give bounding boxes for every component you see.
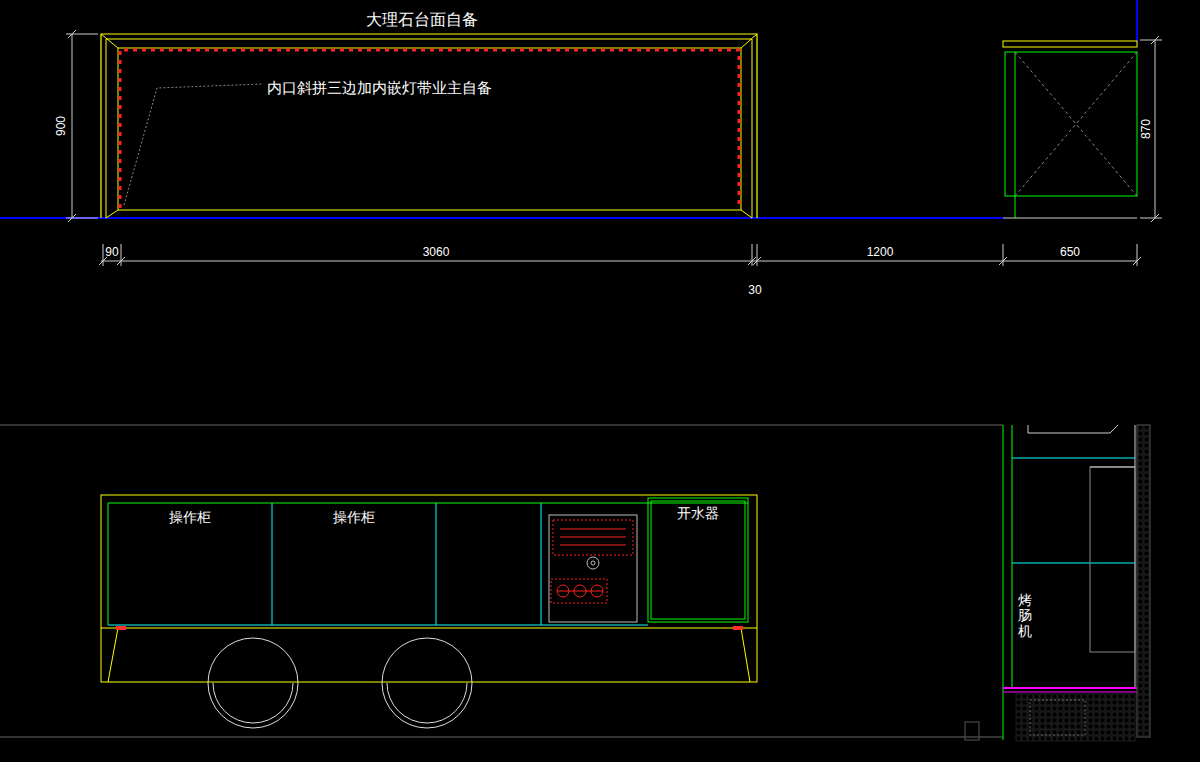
compartment-label: 操作柜 xyxy=(333,509,375,526)
dimension-height: 870 xyxy=(1140,119,1152,139)
cabinet-compartment: 操作柜 xyxy=(272,503,436,625)
machine-label: 烤肠机 xyxy=(1018,593,1032,639)
dimension-width: 3060 xyxy=(423,246,450,258)
compartment-label: 操作柜 xyxy=(169,509,211,526)
dimension-width: 650 xyxy=(1060,246,1080,258)
dimension-width: 90 xyxy=(105,246,118,258)
elevation-frame: 大理石台面自备内口斜拼三边加内嵌灯带业主自备 xyxy=(101,6,757,218)
compartment-label: 开水器 xyxy=(677,505,719,522)
dimension-width: 1200 xyxy=(867,246,894,258)
water-boiler-compartment: 开水器 xyxy=(651,501,745,619)
cabinet-compartment: 操作柜 xyxy=(108,503,272,625)
dimension-height: 900 xyxy=(55,116,67,136)
dimension-width: 30 xyxy=(748,284,761,296)
countertop-note: 大理石台面自备 xyxy=(366,10,478,29)
led-strip-note: 内口斜拼三边加内嵌灯带业主自备 xyxy=(267,79,492,97)
grill-compartment: 烤肠机 xyxy=(1012,563,1090,688)
